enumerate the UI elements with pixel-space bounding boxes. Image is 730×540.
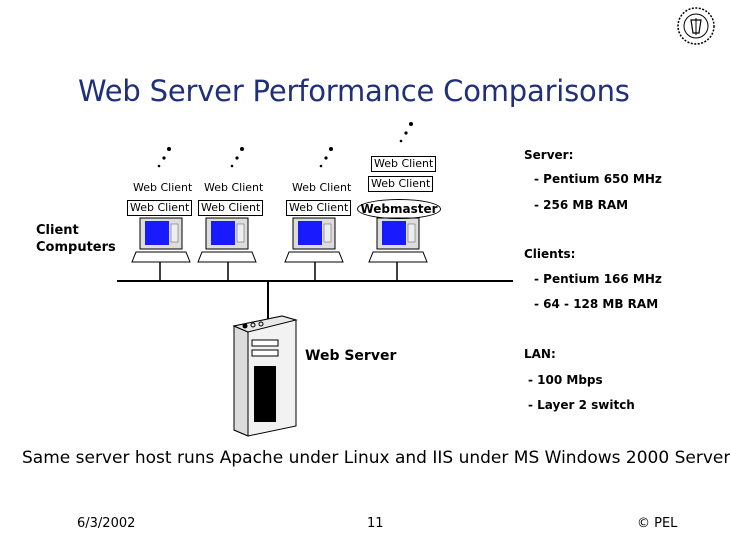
clients-spec-heading: Clients:	[524, 247, 576, 261]
footer-date: 6/3/2002	[77, 516, 136, 531]
server-spec-item: - Pentium 650 MHz	[534, 172, 662, 186]
web-server-label: Web Server	[305, 348, 397, 364]
web-client-label: Web Client	[127, 200, 193, 216]
lan-spec-heading: LAN:	[524, 347, 556, 361]
client-label-line1: Client	[36, 223, 79, 238]
web-client-label: Web Client	[198, 200, 264, 216]
client-computers-label: Client Computers	[36, 222, 116, 256]
web-server-tower	[232, 315, 298, 437]
client-computer-2	[197, 217, 257, 263]
more-clients-dots	[157, 122, 413, 168]
client-computer-1	[131, 217, 191, 263]
clients-spec-item: - Pentium 166 MHz	[534, 272, 662, 286]
web-client-label: Web Client	[133, 181, 193, 194]
web-client-label: Web Client	[368, 176, 434, 192]
footer-copyright: © PEL	[637, 516, 678, 531]
lan-spec-item: - Layer 2 switch	[528, 398, 635, 412]
footer-page-number: 11	[367, 516, 384, 531]
client-computer-3	[284, 217, 344, 263]
client-label-line2: Computers	[36, 240, 116, 255]
web-client-label: Web Client	[286, 200, 352, 216]
institution-seal-logo	[677, 7, 715, 45]
lan-spec-item: - 100 Mbps	[528, 373, 603, 387]
server-spec-heading: Server:	[524, 148, 574, 162]
web-client-label: Web Client	[204, 181, 264, 194]
client-computer-4	[368, 217, 428, 263]
server-host-note: Same server host runs Apache under Linux…	[22, 448, 730, 468]
web-client-label: Web Client	[292, 181, 352, 194]
webmaster-label: Webmaster	[357, 199, 441, 219]
server-spec-item: - 256 MB RAM	[534, 198, 629, 212]
web-client-label: Web Client	[371, 156, 437, 172]
clients-spec-item: - 64 - 128 MB RAM	[534, 297, 659, 311]
slide-title: Web Server Performance Comparisons	[78, 74, 630, 108]
